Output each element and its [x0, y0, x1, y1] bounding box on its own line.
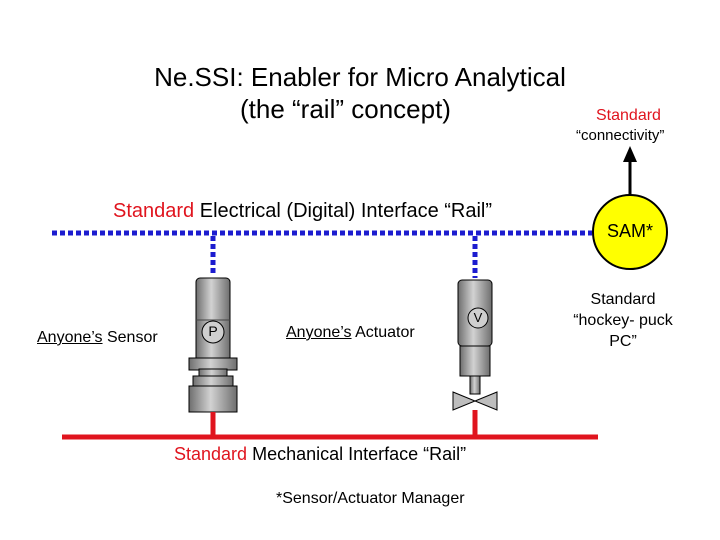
actuator-device [452, 279, 498, 411]
connectivity-label: “connectivity” [576, 127, 665, 144]
footnote: *Sensor/Actuator Manager [276, 490, 465, 507]
sensor-indicator-circle [201, 320, 225, 344]
connectivity-arrow [623, 146, 637, 195]
valve-icon [452, 391, 477, 411]
actuator-owner: Anyone’s [286, 324, 352, 341]
sensor-label: Anyone’s Sensor [37, 329, 158, 347]
sam-caption-line-2: “hockey- puck [573, 312, 673, 329]
mechanical-rail-label: Standard Mechanical Interface “Rail” [174, 444, 466, 465]
actuator-label: Anyone’s Actuator [286, 324, 415, 342]
electrical-rail-standard-word: Standard [113, 200, 195, 222]
sensor-device [188, 277, 238, 413]
sam-circle [592, 194, 668, 270]
mechanical-rail [62, 410, 598, 440]
sensor-text: Sensor [106, 329, 158, 346]
sensor-letter: P [208, 323, 218, 339]
connectivity-standard-label: Standard [596, 107, 661, 124]
sam-label: SAM* [606, 221, 653, 241]
mechanical-rail-standard-word: Standard [174, 444, 248, 464]
page-title-line-1: Ne.SSI: Enabler for Micro Analytical [154, 62, 566, 92]
electrical-rail-text: Electrical (Digital) Interface “Rail” [199, 200, 493, 222]
sensor-owner: Anyone’s [37, 329, 103, 346]
mechanical-rail-text: Mechanical Interface “Rail” [252, 444, 467, 464]
page-title-line-2: (the “rail” concept) [240, 94, 451, 124]
sam-caption: Standard “hockey- puck PC” [553, 289, 693, 352]
actuator-text: Actuator [355, 324, 415, 341]
actuator-indicator-circle [467, 307, 489, 329]
electrical-rail-label: Standard Electrical (Digital) Interface … [113, 200, 492, 223]
actuator-letter: V [473, 310, 483, 325]
sam-caption-line-1: Standard [590, 291, 656, 308]
sam-caption-line-3: PC” [609, 333, 637, 350]
